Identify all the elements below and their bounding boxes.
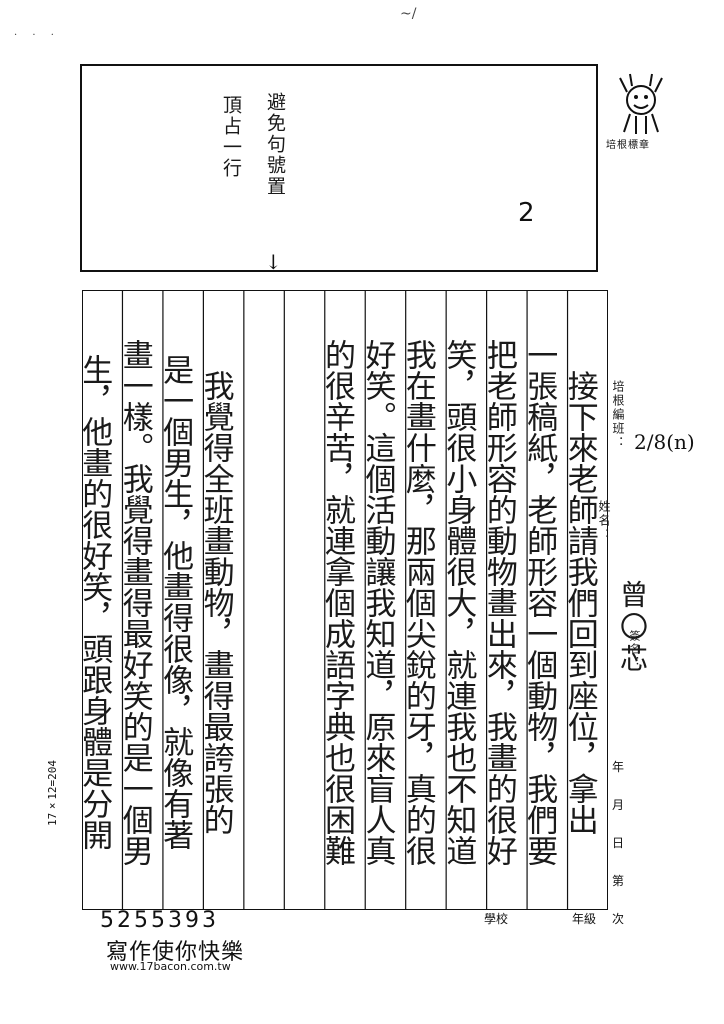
arrow-mark: ↓ (265, 250, 282, 274)
teacher-comment-line-1: 頂占一行 (220, 95, 242, 179)
teacher-comment-line-2: 避免句號置 (264, 92, 286, 197)
class-label: 培根編班： (611, 380, 625, 450)
essay-column (244, 292, 284, 912)
essay-column: 笑，頭很小身體很大，就連我也不知道 (446, 338, 477, 866)
essay-column: 是一個男生，他畫得很像，就像有著 (163, 354, 194, 850)
grade-label: 年級 (572, 912, 597, 926)
essay-column: 一張稿紙，老師形容一個動物，我們要 (527, 338, 558, 866)
essay-column: 好笑。這個活動讓我知道，原來盲人真 (365, 338, 396, 866)
essay-column: 我在畫什麼，那兩個尖銳的牙，真的很 (405, 338, 436, 866)
name-label: 姓名： (597, 500, 611, 542)
essay-column (285, 292, 325, 912)
essay-column: 把老師形容的動物畫出來，我畫的很好 (486, 338, 517, 866)
footer-url: www.17bacon.com.tw (110, 960, 231, 973)
essay-column: 的很辛苦，就連拿個成語字典也很困難 (325, 338, 355, 866)
date-year-label: 年 (612, 760, 625, 774)
author-name: 曾〇芯 (616, 580, 649, 676)
essay-column: 生，他畫的很好笑，頭跟身體是分開 (82, 354, 113, 850)
writing-grid (82, 290, 608, 910)
teacher-comment-box (80, 64, 598, 272)
date-labels: 年 月 日 第 次 (612, 748, 624, 938)
essay-columns: 接下來老師請我們回到座位，拿出一張稿紙，老師形容一個動物，我們要把老師形容的動物… (82, 292, 608, 912)
footer-slogan: 寫作使你快樂 (106, 940, 245, 965)
signature-label: 簽名： (628, 630, 641, 669)
grid-spec: 17×12=204 (46, 760, 59, 826)
date-ordinal-label: 第 (612, 874, 625, 888)
footer-code: 5255393 (100, 908, 219, 933)
logo-label: 培根標章 (606, 140, 650, 151)
class-code: 2/8(n) (634, 430, 695, 454)
essay-column: 我覺得全班畫動物，畫得最誇張的 (203, 369, 234, 835)
date-month-label: 月 (612, 798, 625, 812)
date-day-label: 日 (612, 836, 625, 850)
bacon-logo-icon (619, 73, 663, 134)
top-scribble: ~/ (400, 6, 417, 22)
essay-column: 畫一樣。我覺得畫得最好笑的是一個男 (122, 338, 153, 866)
page-number: 2 (518, 198, 535, 228)
essay-column: 接下來老師請我們回到座位，拿出 (567, 369, 598, 835)
date-count-label: 次 (612, 912, 625, 926)
corner-marks: · · · (14, 30, 60, 41)
school-label: 學校 (484, 912, 509, 926)
